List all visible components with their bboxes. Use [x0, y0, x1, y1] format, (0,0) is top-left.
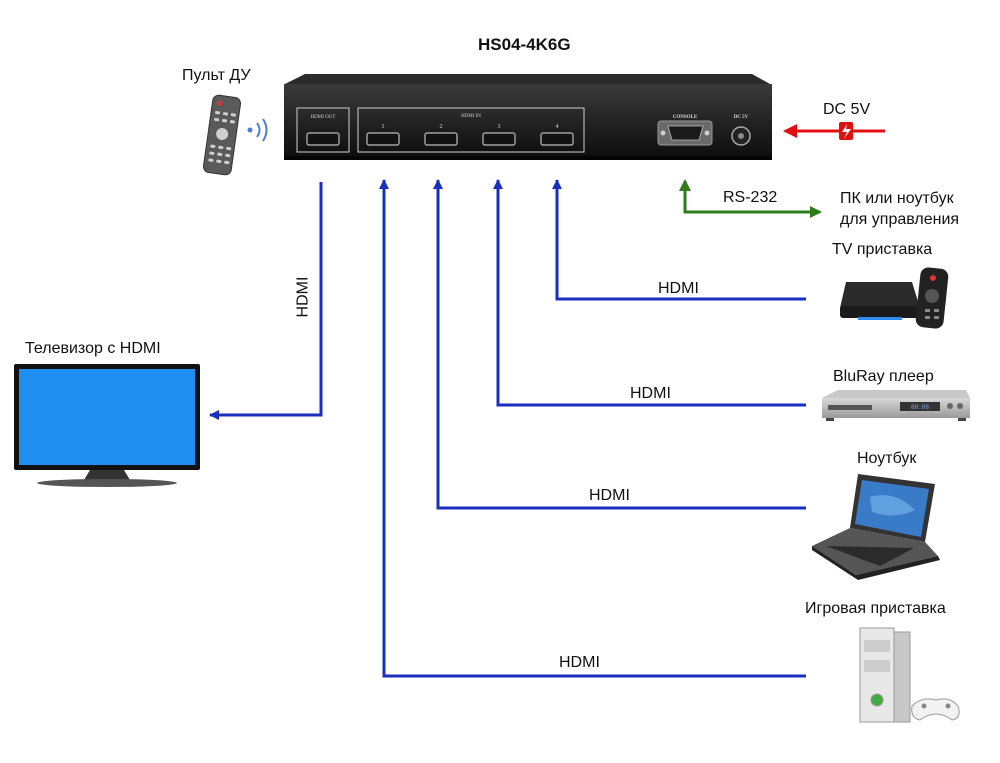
cable-label-tv-box: HDMI: [658, 280, 699, 297]
hdmi-cables: [209, 179, 806, 678]
hdmi-out-port: [306, 132, 340, 146]
hdmi-cable-tv-box: [552, 179, 806, 301]
power-label: DC 5V: [823, 101, 871, 118]
hdmi-cable-game-console: [379, 179, 806, 678]
control-pc-label-line1: ПК или ноутбук: [840, 190, 954, 207]
control-pc-label-line2: для управления: [840, 211, 960, 228]
source-label-game-console: Игровая приставка: [805, 600, 946, 617]
port-number-4: 4: [556, 124, 559, 130]
tv-box-icon: [840, 267, 949, 329]
hdmi-out-panel-label: HDMI OUT: [311, 115, 336, 120]
port-number-2: 2: [440, 124, 443, 130]
hdmi-in-port-3: [482, 132, 516, 146]
cable-label-laptop: HDMI: [589, 487, 630, 504]
rs232-port: [667, 125, 704, 141]
dc-panel-label: DC 5V: [734, 115, 749, 120]
hdmi-in-port-1: [366, 132, 400, 146]
laptop-icon: [812, 474, 940, 580]
console-panel-label: CONSOLE: [673, 115, 698, 120]
remote-control-icon: [202, 94, 242, 176]
rs232-cable: [679, 179, 822, 218]
power-cable: [783, 122, 885, 140]
device-model-title: HS04-4K6G: [478, 35, 571, 54]
hdmi-in-panel-label: HDMI IN: [461, 114, 481, 119]
switch-device: HDMI OUT HDMI IN 1 2 3 4 CONSOLE DC 5V: [284, 74, 772, 160]
rs232-label: RS-232: [723, 189, 778, 206]
game-console-icon: [859, 627, 960, 723]
hdmi-in-port-4: [540, 132, 574, 146]
source-label-bluray: BluRay плеер: [833, 368, 934, 385]
output-tv-label: Телевизор с HDMI: [25, 340, 161, 357]
tv-icon: [14, 364, 200, 487]
port-number-3: 3: [498, 124, 501, 130]
cable-label-output: HDMI: [294, 276, 312, 318]
hdmi-cable-bluray: [493, 179, 806, 407]
hdmi-cable-laptop: [433, 179, 806, 510]
port-number-1: 1: [382, 124, 385, 130]
bluray-player-icon: 88:88: [822, 390, 970, 421]
source-label-tv-box: TV приставка: [832, 241, 933, 258]
source-label-laptop: Ноутбук: [857, 450, 917, 467]
ir-signal-icon: [247, 118, 268, 142]
cable-label-bluray: HDMI: [630, 385, 671, 402]
svg-text:88:88: 88:88: [911, 404, 929, 411]
remote-label: Пульт ДУ: [182, 67, 251, 84]
hdmi-out-cable: [209, 182, 323, 420]
cable-label-game-console: HDMI: [559, 654, 600, 671]
hdmi-in-port-2: [424, 132, 458, 146]
